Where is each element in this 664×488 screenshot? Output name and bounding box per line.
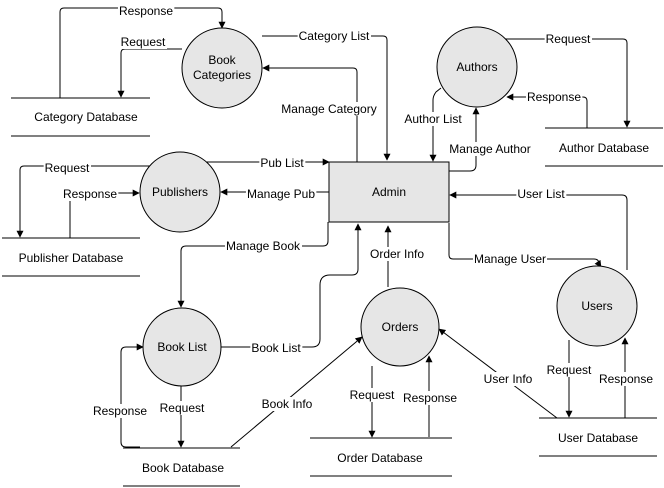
flow-label-book-info: Book Info xyxy=(262,397,313,411)
entity-label: Admin xyxy=(372,185,406,199)
flow-label-background xyxy=(224,239,303,253)
flow-line-manage-author xyxy=(449,107,480,172)
flow-line-author-list xyxy=(429,87,442,162)
flow-label-background xyxy=(597,372,655,386)
store-user-database: User Database xyxy=(539,417,657,457)
flow-label-user-response: Response xyxy=(599,372,653,386)
flow-label-background xyxy=(297,29,372,43)
flow-line-book-response xyxy=(120,343,144,448)
flow-label-manage-category: Manage Category xyxy=(281,102,376,116)
store-publisher-database: Publisher Database xyxy=(2,237,140,277)
flow-label-manage-book: Manage Book xyxy=(226,239,301,253)
flow-line-user-list xyxy=(449,191,628,270)
flow-label-background xyxy=(43,161,92,175)
flow-line-manage-book xyxy=(177,222,329,308)
flow-label-background xyxy=(545,363,594,377)
flow-line-book-info xyxy=(230,336,363,448)
flow-line-category-list xyxy=(262,35,391,161)
process-label: Book xyxy=(208,53,236,67)
flow-label-book-list: Book List xyxy=(251,341,301,355)
flow-label-background xyxy=(401,391,459,405)
flow-label-background xyxy=(544,32,593,46)
flow-label-background xyxy=(516,187,567,201)
flow-line-auth-response xyxy=(506,93,588,128)
flow-label-background xyxy=(117,4,175,18)
flow-line-manage-category xyxy=(262,64,358,162)
flow-label-background xyxy=(525,90,583,104)
flow-labels: Response Request Category List Manage Ca… xyxy=(43,4,655,418)
flow-label-background xyxy=(260,397,314,411)
flow-label-auth-response: Response xyxy=(527,90,581,104)
flow-label-cat-request: Request xyxy=(121,35,166,49)
store-category-database: Category Database xyxy=(11,97,150,137)
flow-label-user-request: Request xyxy=(547,363,592,377)
flow-label-background xyxy=(368,247,426,261)
process-label: Categories xyxy=(193,68,251,82)
flow-label-pub-request: Request xyxy=(45,161,90,175)
flow-label-book-response: Response xyxy=(93,404,147,418)
flow-label-background xyxy=(280,102,378,116)
store-book-database: Book Database xyxy=(123,447,240,487)
store-label: Book Database xyxy=(142,461,224,475)
flow-line-cat-request xyxy=(117,48,182,98)
entity-admin: Admin xyxy=(328,161,450,223)
flow-label-background xyxy=(61,187,119,201)
process-authors: Authors xyxy=(436,26,518,108)
process-label: Publishers xyxy=(152,185,208,199)
store-label: Order Database xyxy=(337,451,423,465)
flow-label-manage-pub: Manage Pub xyxy=(247,187,315,201)
store-order-database: Order Database xyxy=(310,437,452,477)
flow-line-pub-request xyxy=(16,165,152,238)
flow-label-book-request: Request xyxy=(160,401,205,415)
store-label: User Database xyxy=(558,431,638,445)
store-label: Category Database xyxy=(34,110,138,124)
flow-line-book-list xyxy=(221,223,362,348)
flow-label-background xyxy=(250,341,303,355)
flow-label-background xyxy=(482,372,534,386)
flow-label-background xyxy=(91,404,149,418)
process-users: Users xyxy=(556,265,638,347)
process-label: Authors xyxy=(456,60,497,74)
flow-label-background xyxy=(448,142,532,156)
store-label: Publisher Database xyxy=(19,251,124,265)
store-label: Author Database xyxy=(559,141,649,155)
flow-label-pub-list: Pub List xyxy=(260,156,304,170)
process-label: Book List xyxy=(157,340,207,354)
flow-label-manage-author: Manage Author xyxy=(449,142,530,156)
flow-label-background xyxy=(259,156,306,170)
process-label: Users xyxy=(581,299,612,313)
flow-label-background xyxy=(245,187,317,201)
flow-label-category-list: Category List xyxy=(299,29,370,43)
flow-label-order-response: Response xyxy=(403,391,457,405)
flow-label-manage-user: Manage User xyxy=(474,252,546,266)
process-publishers: Publishers xyxy=(139,151,221,233)
flow-label-user-list: User List xyxy=(517,187,565,201)
flow-line-auth-request xyxy=(504,38,631,128)
process-orders: Orders xyxy=(360,287,440,367)
flow-label-author-list: Author List xyxy=(404,112,462,126)
store-author-database: Author Database xyxy=(545,127,663,167)
process-label: Orders xyxy=(382,320,419,334)
process-book-categories: Book Categories xyxy=(181,27,263,109)
flow-label-user-info: User Info xyxy=(484,372,533,386)
flow-label-background xyxy=(472,252,548,266)
flow-label-order-info: Order Info xyxy=(370,247,424,261)
flow-label-background xyxy=(158,401,207,415)
flow-label-order-request: Request xyxy=(350,388,395,402)
process-book-list: Book List xyxy=(142,307,222,387)
flow-label-background xyxy=(119,35,168,49)
flow-label-pub-response: Response xyxy=(63,187,117,201)
flow-label-background xyxy=(403,112,464,126)
flow-label-auth-request: Request xyxy=(546,32,591,46)
flow-label-background xyxy=(348,388,397,402)
flow-label-cat-response: Response xyxy=(119,4,173,18)
